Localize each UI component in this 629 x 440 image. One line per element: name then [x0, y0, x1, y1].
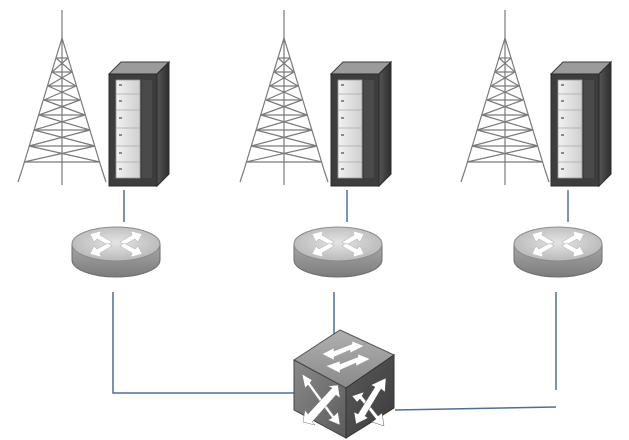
server-rack-icon: [108, 61, 170, 187]
server-rack-icon: [550, 61, 612, 187]
site-1: [17, 9, 170, 278]
site-2: [239, 9, 392, 278]
radio-tower-icon: [239, 9, 329, 186]
radio-tower-icon: [17, 9, 107, 186]
multilayer-switch-icon: [293, 329, 396, 439]
link-switch-router3: [394, 406, 557, 411]
network-links: [112, 190, 569, 411]
radio-tower-icon: [460, 9, 550, 186]
server-rack-icon: [330, 61, 392, 187]
router-icon: [71, 226, 161, 278]
site-3: [460, 9, 612, 278]
link-router1-switch: [112, 292, 295, 394]
router-icon: [293, 226, 383, 278]
router-icon: [513, 226, 603, 278]
